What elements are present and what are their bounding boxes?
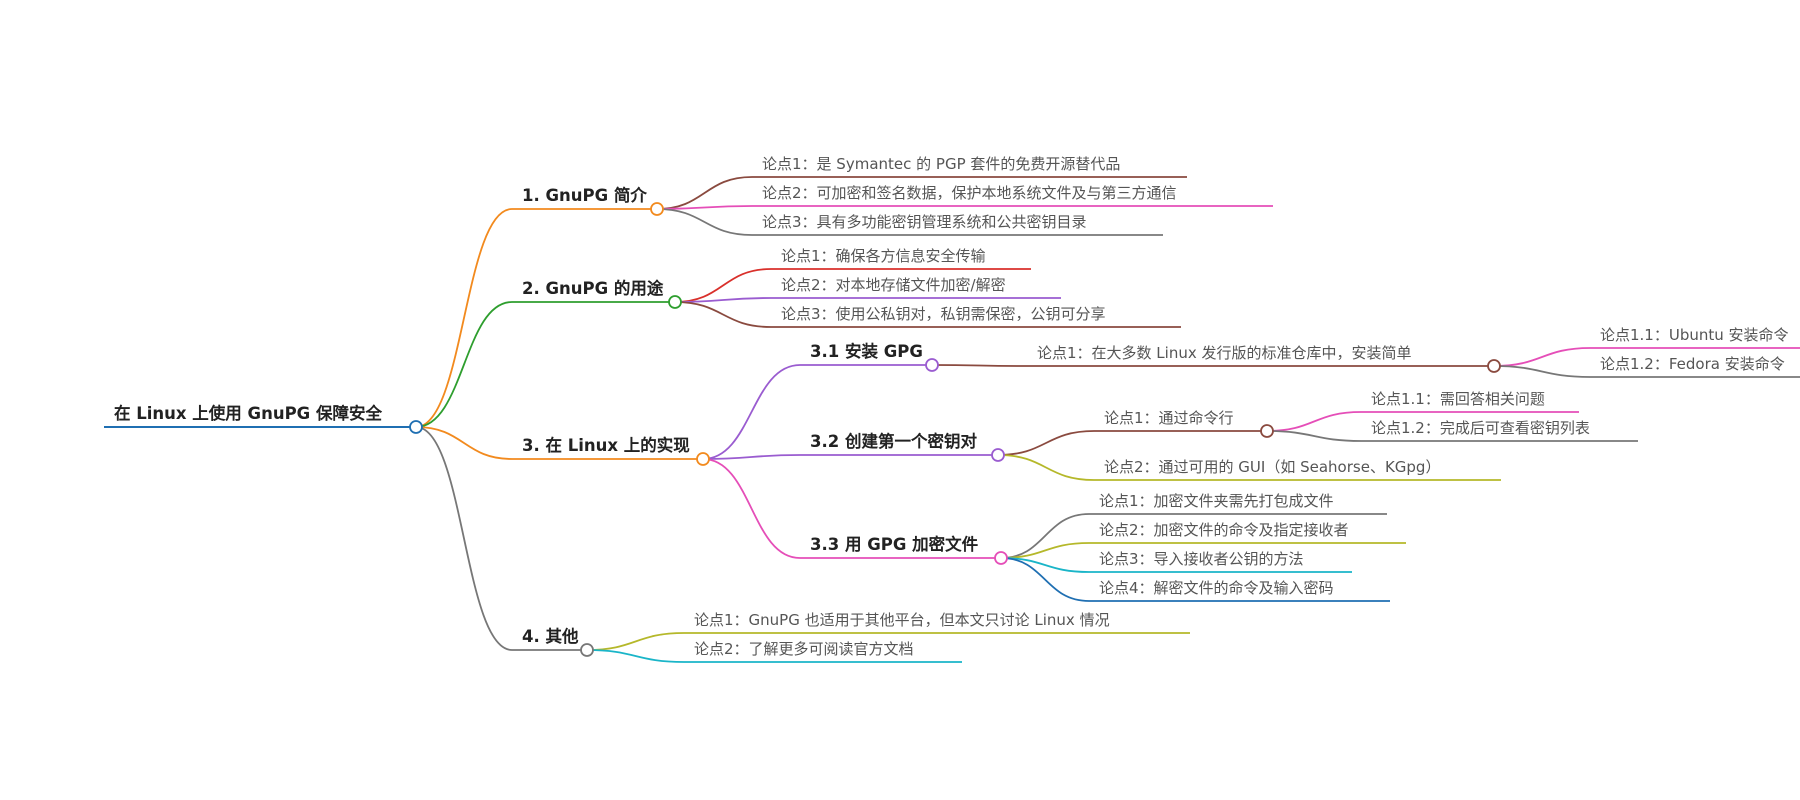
topic-label-branch-1[interactable]: 1. GnuPG 简介 [522, 185, 647, 205]
topic-label-branch-3-2[interactable]: 3.2 创建第一个密钥对 [810, 431, 977, 451]
point-label-branch-3-1-1[interactable]: 论点1：在大多数 Linux 发行版的标准仓库中，安装简单 [1037, 344, 1412, 362]
point-label-branch-1-3[interactable]: 论点3：具有多功能密钥管理系统和公共密钥目录 [762, 213, 1087, 231]
connector-branch-4-1 [586, 632, 685, 651]
connector-branch-4-2 [586, 649, 685, 663]
expand-toggle-branch-3-1-1[interactable] [1487, 359, 1501, 373]
connector-branch-2-3 [674, 301, 772, 328]
point-label-branch-2-1[interactable]: 论点1：确保各方信息安全传输 [781, 247, 986, 265]
connector-branch-3-2-1-2 [1266, 430, 1362, 442]
point-label-branch-4-2[interactable]: 论点2：了解更多可阅读官方文档 [694, 640, 914, 658]
expand-toggle-branch-3[interactable] [696, 452, 710, 466]
connector-branch-4 [415, 426, 513, 651]
underline-layer [104, 176, 1800, 663]
expand-toggle-root[interactable] [409, 420, 423, 434]
topic-label-branch-4[interactable]: 4. 其他 [522, 626, 579, 646]
topic-label-branch-2[interactable]: 2. GnuPG 的用途 [522, 278, 664, 298]
point-label-branch-2-2[interactable]: 论点2：对本地存储文件加密/解密 [781, 276, 1006, 294]
connector-branch-3-1-1-2 [1493, 365, 1591, 378]
connector-branch-1 [415, 208, 513, 428]
connector-branch-1-1 [656, 176, 753, 210]
connector-branch-2 [415, 301, 513, 428]
point-label-branch-4-1[interactable]: 论点1：GnuPG 也适用于其他平台，但本文只讨论 Linux 情况 [694, 611, 1110, 629]
point-label-branch-3-2-1-2[interactable]: 论点1.2：完成后可查看密钥列表 [1371, 419, 1590, 437]
point-label-branch-2-3[interactable]: 论点3：使用公私钥对，私钥需保密，公钥可分享 [781, 305, 1106, 323]
connector-branch-3-1 [702, 364, 801, 460]
connector-branch-3-2-1 [997, 430, 1095, 456]
topic-label-branch-3-3[interactable]: 3.3 用 GPG 加密文件 [810, 534, 979, 554]
connector-branch-2-1 [674, 268, 772, 303]
point-label-branch-3-1-1-1[interactable]: 论点1.1：Ubuntu 安装命令 [1600, 326, 1789, 344]
connector-branch-3-2-1-1 [1266, 411, 1362, 432]
connector-branch-3-1-1-1 [1493, 347, 1591, 367]
point-label-branch-3-2-1-1[interactable]: 论点1.1：需回答相关问题 [1371, 390, 1545, 408]
expand-toggle-branch-3-1[interactable] [925, 358, 939, 372]
connector-branch-3-3-1 [1000, 513, 1090, 559]
point-label-branch-3-1-1-2[interactable]: 论点1.2：Fedora 安装命令 [1600, 355, 1785, 373]
point-label-branch-1-2[interactable]: 论点2：可加密和签名数据，保护本地系统文件及与第三方通信 [762, 184, 1177, 202]
connector-branch-3-2 [702, 454, 801, 460]
expand-toggle-branch-3-2[interactable] [991, 448, 1005, 462]
connector-branch-3-3-2 [1000, 542, 1090, 559]
connector-branch-3 [415, 426, 513, 460]
root-title[interactable]: 在 Linux 上使用 GnuPG 保障安全 [114, 403, 382, 423]
point-label-branch-1-1[interactable]: 论点1：是 Symantec 的 PGP 套件的免费开源替代品 [762, 155, 1120, 173]
connector-branch-1-3 [656, 208, 753, 236]
point-label-branch-3-2-2[interactable]: 论点2：通过可用的 GUI（如 Seahorse、KGpg） [1104, 458, 1440, 476]
label-layer: 在 Linux 上使用 GnuPG 保障安全 1. GnuPG 简介 论点1：是 S… [114, 155, 1789, 658]
expand-toggle-branch-3-3[interactable] [994, 551, 1008, 565]
expand-toggle-branch-3-2-1[interactable] [1260, 424, 1274, 438]
connector-branch-3-3-4 [1000, 557, 1090, 602]
connector-branch-3-3 [702, 458, 801, 559]
point-label-branch-3-3-3[interactable]: 论点3：导入接收者公钥的方法 [1099, 550, 1304, 568]
expand-toggle-branch-2[interactable] [668, 295, 682, 309]
topic-label-branch-3-1[interactable]: 3.1 安装 GPG [810, 341, 923, 361]
connector-layer [415, 176, 1591, 663]
connector-branch-3-1-1 [931, 364, 1028, 367]
point-label-branch-3-3-2[interactable]: 论点2：加密文件的命令及指定接收者 [1099, 521, 1349, 539]
node-dot-layer [409, 202, 1501, 657]
connector-branch-3-2-2 [997, 454, 1095, 481]
topic-label-branch-3[interactable]: 3. 在 Linux 上的实现 [522, 435, 690, 455]
expand-toggle-branch-4[interactable] [580, 643, 594, 657]
point-label-branch-3-3-1[interactable]: 论点1：加密文件夹需先打包成文件 [1099, 492, 1334, 510]
point-label-branch-3-3-4[interactable]: 论点4：解密文件的命令及输入密码 [1099, 579, 1334, 597]
point-label-branch-3-2-1[interactable]: 论点1：通过命令行 [1104, 409, 1234, 427]
expand-toggle-branch-1[interactable] [650, 202, 664, 216]
